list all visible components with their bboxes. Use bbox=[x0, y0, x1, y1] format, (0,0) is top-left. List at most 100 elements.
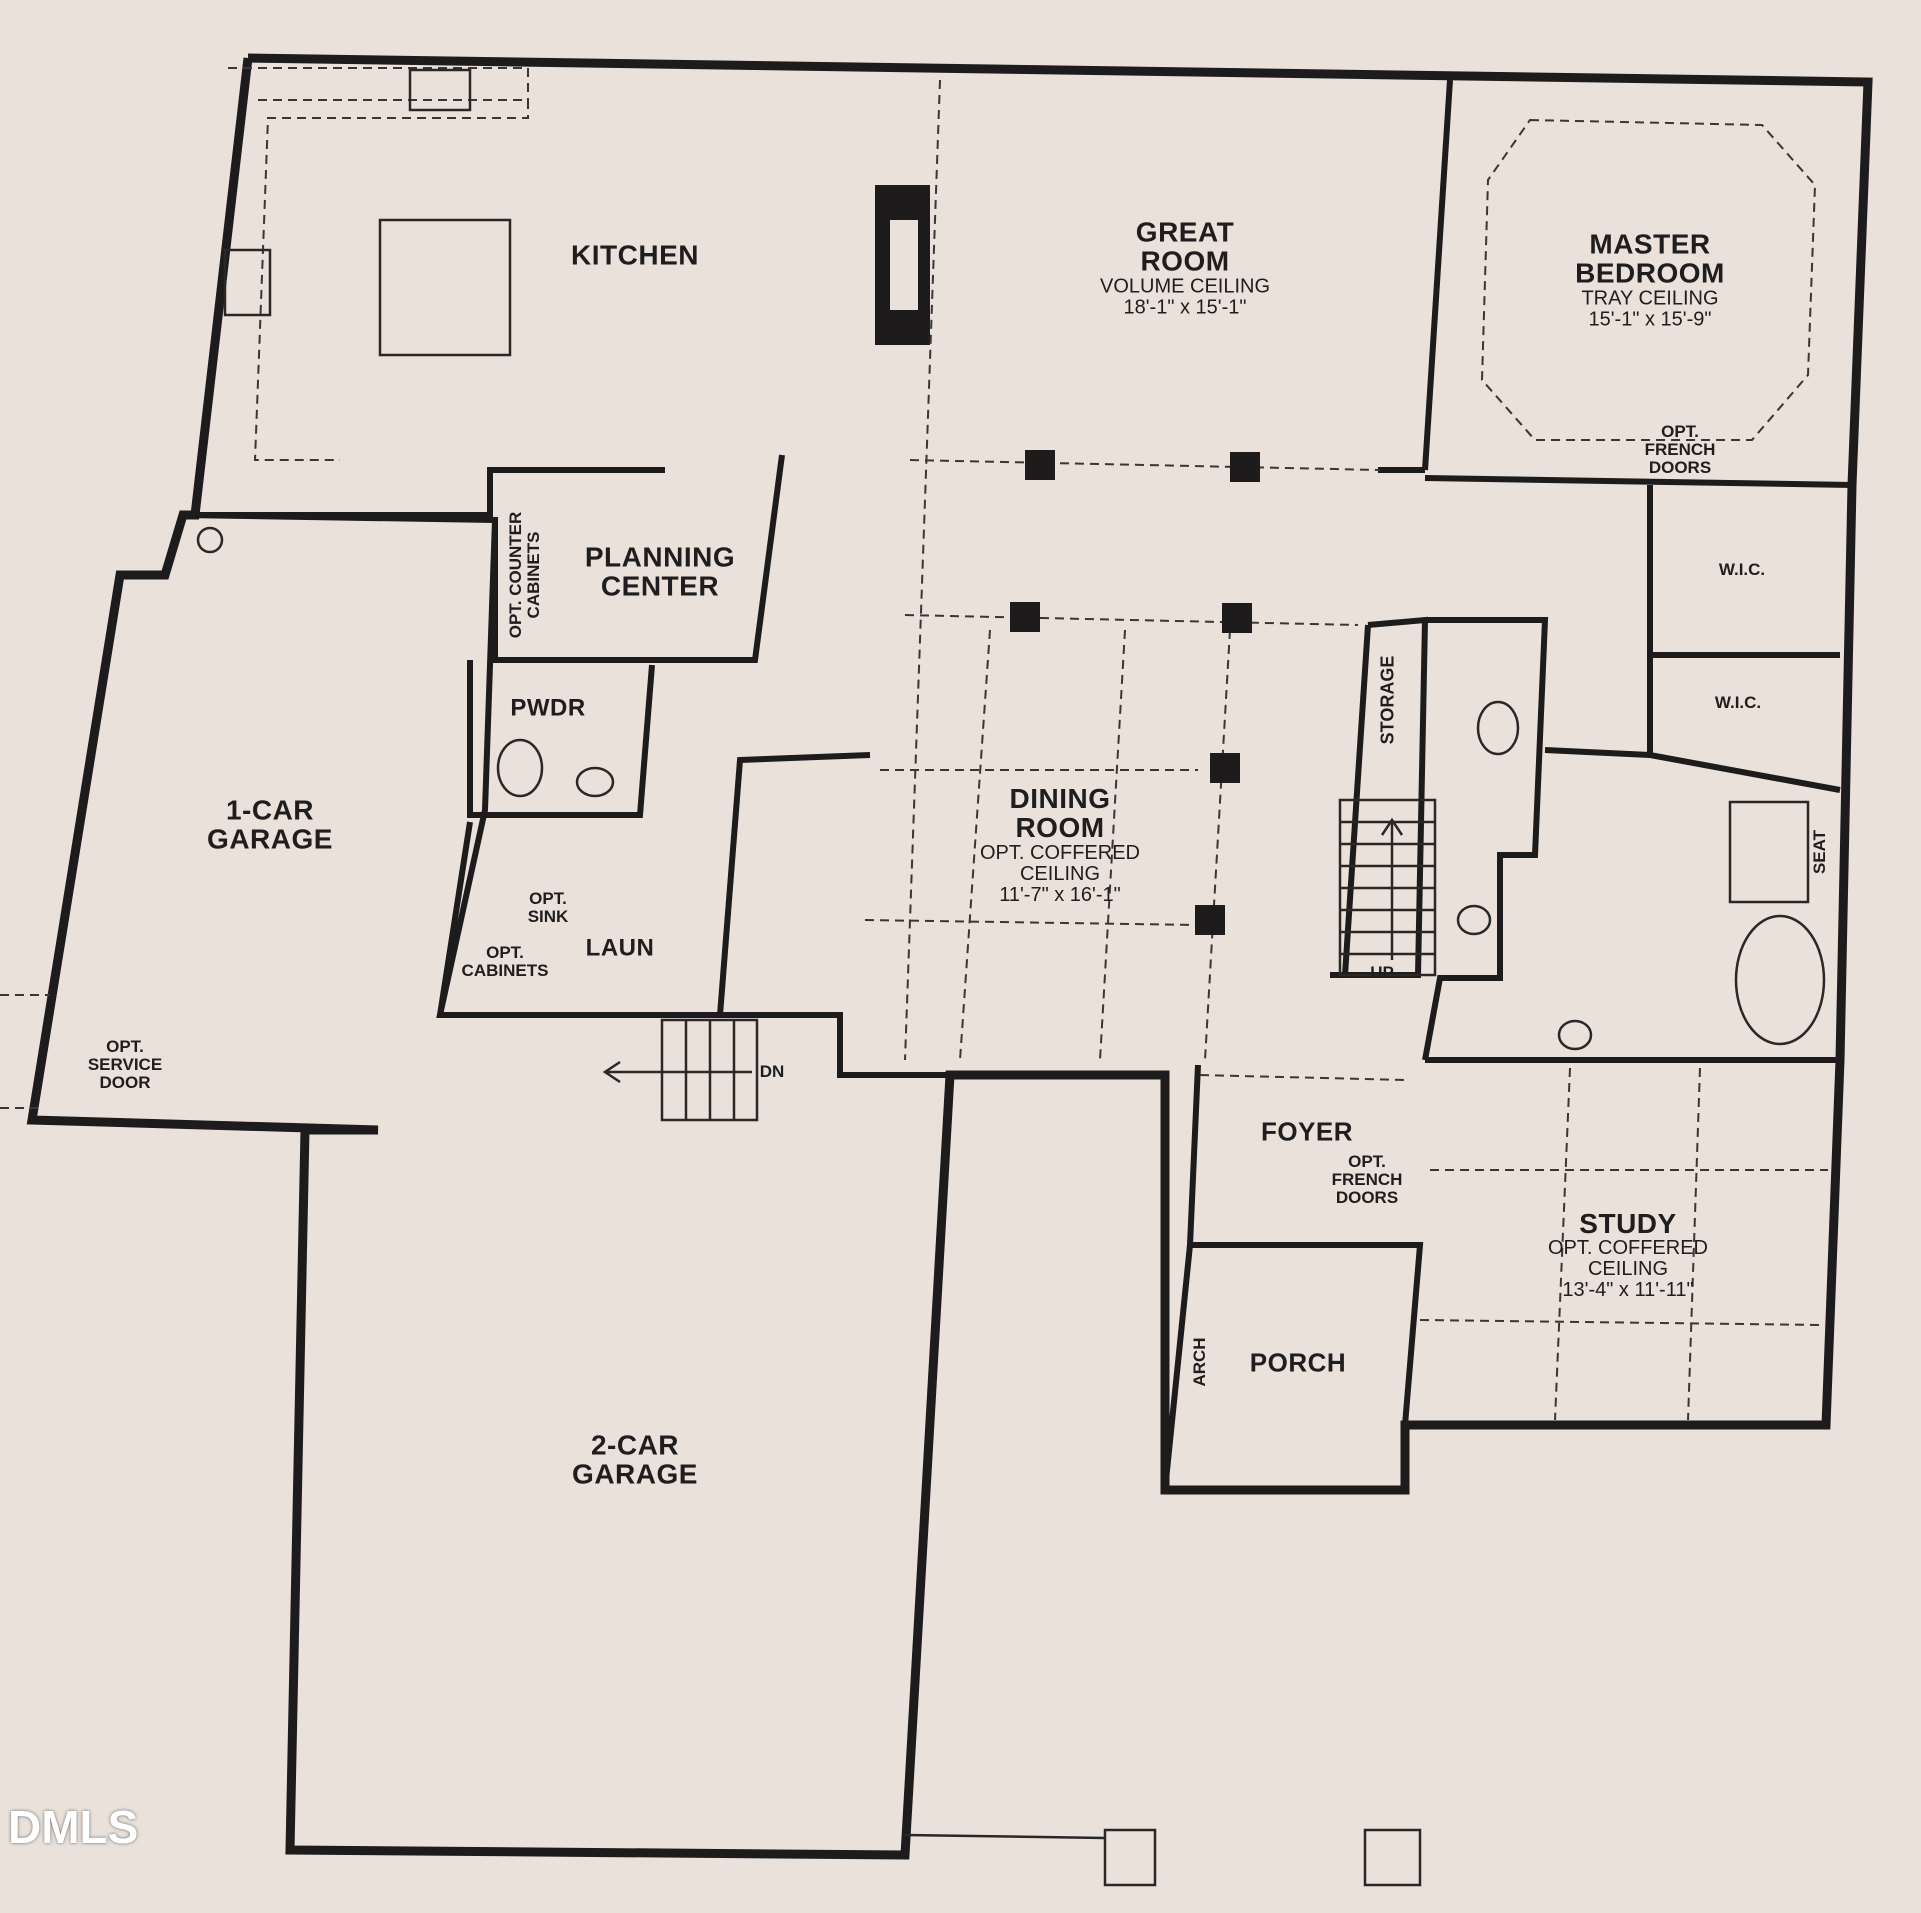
two-car-garage-name-2: GARAGE bbox=[572, 1459, 698, 1490]
opt-sink-line-2: SINK bbox=[527, 907, 569, 926]
opt-cabinets-label: OPT. CABINETS bbox=[462, 944, 549, 980]
study-coffer-v2 bbox=[1687, 1067, 1701, 1421]
column-4 bbox=[1222, 603, 1252, 633]
opt-counter-line-2: CABINETS bbox=[524, 531, 543, 619]
bathtub bbox=[1734, 914, 1826, 1046]
great-room-name-2: ROOM bbox=[1140, 246, 1230, 277]
bath-inner-wall bbox=[1544, 747, 1651, 758]
foyer-french-doors-line-2: FRENCH bbox=[1331, 1170, 1403, 1190]
opt-service-door-label: OPT. SERVICE DOOR bbox=[88, 1038, 162, 1092]
great-room-dims: 18'-1" x 15'-1" bbox=[1123, 296, 1247, 319]
two-car-garage-label: 2-CAR GARAGE bbox=[572, 1429, 698, 1490]
master-bedroom-dims: 15'-1" x 15'-9" bbox=[1588, 308, 1712, 331]
opt-sink-line-1: OPT. bbox=[529, 889, 567, 909]
water-heater bbox=[196, 526, 224, 554]
master-bedroom-name-1: MASTER bbox=[1589, 228, 1711, 260]
foyer-french-doors-label: OPT. FRENCH DOORS bbox=[1332, 1153, 1403, 1207]
pwdr-sink bbox=[575, 766, 615, 798]
column-2 bbox=[1230, 452, 1260, 482]
planning-center-name-1: PLANNING bbox=[584, 541, 736, 573]
study-label: STUDY OPT. COFFERED CEILING 13'-4" x 11'… bbox=[1547, 1207, 1709, 1302]
pwdr-walls bbox=[467, 660, 655, 818]
watermark: DMLS bbox=[8, 1801, 139, 1853]
beam-line-2 bbox=[904, 614, 1359, 626]
laundry-walls bbox=[436, 752, 871, 1018]
master-french-doors-line-2: FRENCH bbox=[1644, 440, 1716, 460]
master-french-doors-line-3: DOORS bbox=[1648, 457, 1712, 477]
garage-steps bbox=[602, 1018, 759, 1122]
dining-room-ceiling-1: OPT. COFFERED bbox=[979, 841, 1141, 864]
opt-counter-label: OPT. COUNTER CABINETS bbox=[506, 511, 543, 639]
opt-cabinets-line-1: OPT. bbox=[486, 943, 524, 963]
study-name: STUDY bbox=[1579, 1207, 1677, 1239]
study-dims: 13'-4" x 11'-11" bbox=[1562, 1279, 1694, 1302]
porch-label: PORCH bbox=[1249, 1347, 1347, 1378]
master-bedroom-bottom-wall bbox=[1424, 475, 1853, 488]
master-bath-walls bbox=[1422, 617, 1549, 1061]
shower bbox=[1728, 800, 1810, 904]
opt-counter-line-1: OPT. COUNTER bbox=[506, 511, 526, 639]
two-car-garage-name-1: 2-CAR bbox=[590, 1429, 680, 1461]
laun-label: LAUN bbox=[585, 934, 655, 962]
bath-toilet bbox=[1476, 700, 1520, 756]
great-room-name-1: GREAT bbox=[1135, 216, 1235, 248]
dining-room-dims: 11'-7" x 16'-1" bbox=[999, 883, 1121, 906]
planning-center-label: PLANNING CENTER bbox=[584, 541, 736, 602]
foyer-french-doors-line-1: OPT. bbox=[1348, 1152, 1386, 1172]
porch-walls bbox=[1162, 1244, 1193, 1491]
one-car-garage-name-1: 1-CAR bbox=[225, 794, 315, 826]
master-french-doors-label: OPT. FRENCH DOORS bbox=[1645, 423, 1716, 477]
great-room-label: GREAT ROOM VOLUME CEILING 18'-1" x 15'-1… bbox=[1099, 216, 1271, 319]
one-car-garage-name-2: GARAGE bbox=[207, 824, 333, 855]
kitchen-island bbox=[378, 218, 512, 357]
foyer-porch-walls bbox=[1186, 1064, 1424, 1426]
great-room-ceiling: VOLUME CEILING bbox=[1099, 275, 1271, 298]
kitchen-label: KITCHEN bbox=[571, 239, 699, 271]
fireplace-opening bbox=[890, 220, 918, 310]
coffer-line-3 bbox=[1204, 629, 1231, 1061]
opt-service-door-line-3: DOOR bbox=[99, 1072, 151, 1092]
one-car-garage-label: 1-CAR GARAGE bbox=[207, 794, 333, 855]
pwdr-toilet bbox=[496, 738, 544, 798]
kitchen-sink bbox=[408, 68, 472, 112]
wic-lower-wall bbox=[1647, 655, 1841, 793]
pwdr-label: PWDR bbox=[510, 694, 586, 722]
beam-line-4 bbox=[864, 919, 1199, 926]
kitchen-counter-outline bbox=[228, 67, 529, 100]
great-room-master-wall bbox=[1422, 79, 1453, 471]
front-walk bbox=[904, 1833, 1106, 1840]
opt-sink-label: OPT. SINK bbox=[528, 890, 569, 926]
great-room-dashed-edge bbox=[904, 79, 941, 1061]
study-ceiling-2: CEILING bbox=[1587, 1258, 1669, 1281]
wic-2-label: W.I.C. bbox=[1714, 693, 1762, 713]
master-bedroom-ceiling: TRAY CEILING bbox=[1581, 287, 1719, 310]
beam-line-1 bbox=[909, 459, 1381, 471]
front-post-2 bbox=[1363, 1828, 1422, 1887]
storage-label: STORAGE bbox=[1377, 655, 1398, 745]
study-ceiling-1: OPT. COFFERED bbox=[1547, 1237, 1709, 1260]
exterior-wall bbox=[26, 53, 1873, 1860]
master-bedroom-name-2: BEDROOM bbox=[1575, 258, 1725, 289]
bath-sink-1 bbox=[1456, 904, 1492, 936]
column-1 bbox=[1025, 450, 1055, 480]
column-6 bbox=[1195, 905, 1225, 935]
front-post-1 bbox=[1103, 1828, 1157, 1887]
column-5 bbox=[1210, 753, 1240, 783]
dining-room-ceiling-2: CEILING bbox=[1019, 862, 1101, 885]
stairs bbox=[1338, 798, 1437, 977]
tray-ceiling bbox=[1480, 118, 1817, 441]
study-coffer-v1 bbox=[1554, 1067, 1571, 1421]
foyer-french-doors-line-3: DOORS bbox=[1335, 1187, 1399, 1207]
planning-center-walls bbox=[492, 454, 785, 663]
cooktop bbox=[223, 248, 272, 317]
planning-center-name-2: CENTER bbox=[600, 571, 720, 602]
foyer-label: FOYER bbox=[1260, 1116, 1354, 1147]
stairs-up-label: UP bbox=[1370, 963, 1394, 983]
coffer-line-1 bbox=[959, 629, 991, 1061]
dining-room-name-2: ROOM bbox=[1015, 812, 1105, 844]
master-french-doors-line-1: OPT. bbox=[1661, 422, 1699, 442]
stairs-dn-label: DN bbox=[759, 1062, 785, 1082]
master-bedroom-label: MASTER BEDROOM TRAY CEILING 15'-1" x 15'… bbox=[1575, 228, 1725, 331]
foyer-dash-line bbox=[1199, 1074, 1406, 1081]
